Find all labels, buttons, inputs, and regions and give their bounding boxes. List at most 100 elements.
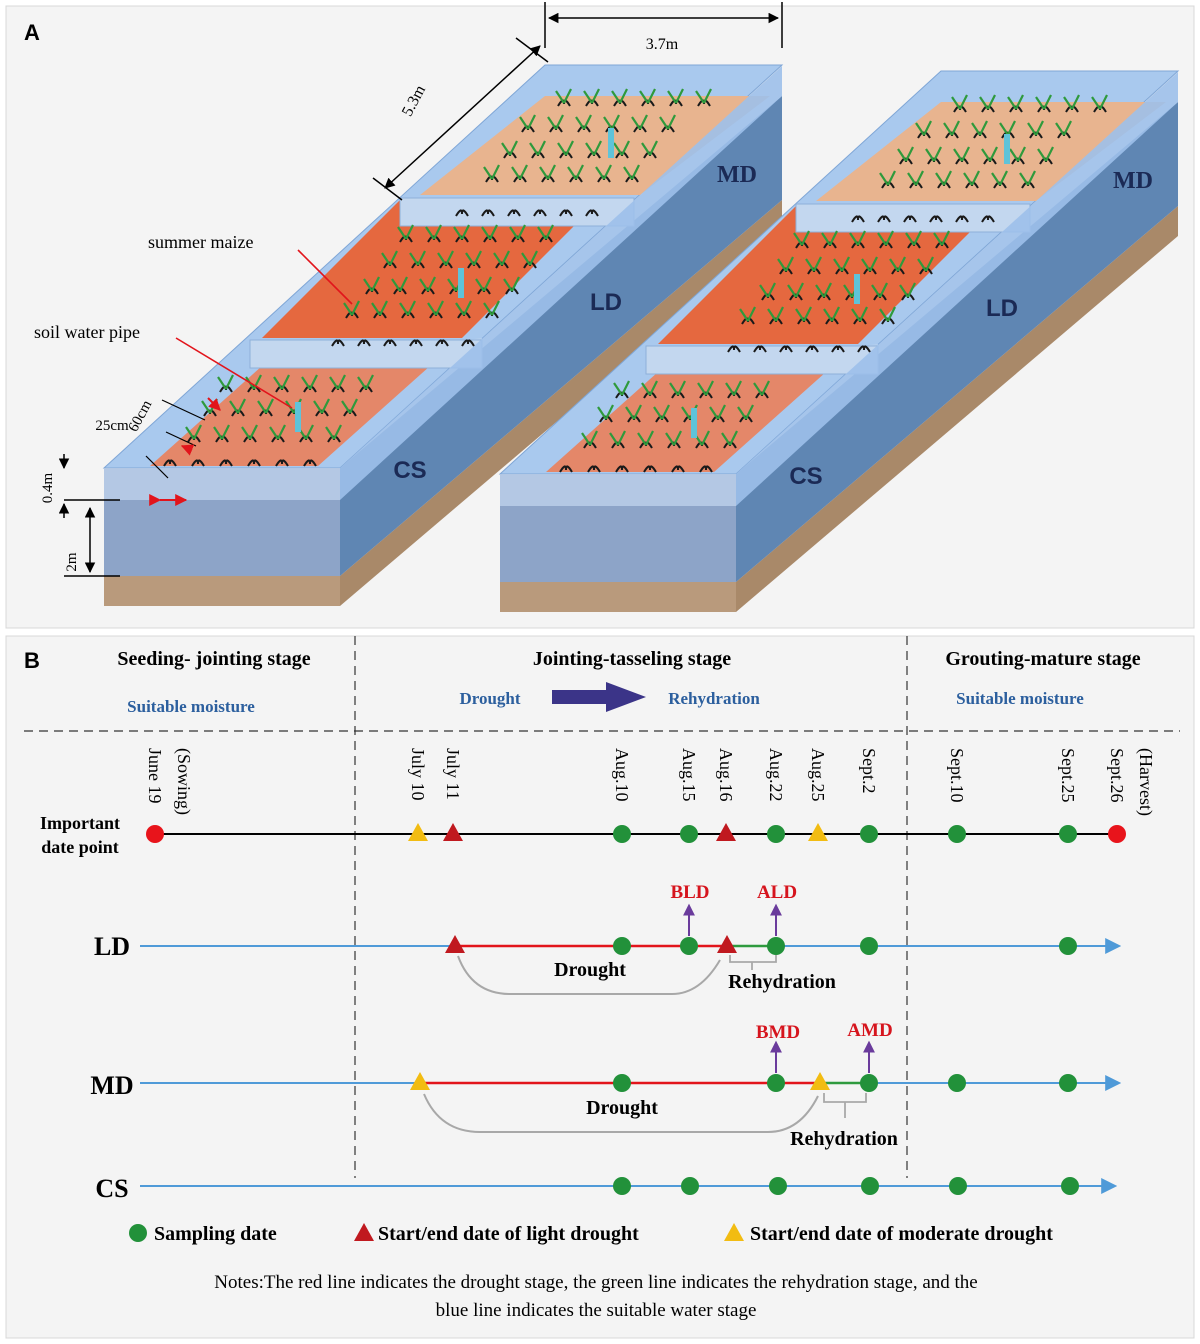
maize-root-icon: [393, 287, 407, 295]
maize-leaf-icon: [1027, 120, 1044, 136]
maize-leaf-icon: [851, 306, 868, 322]
maize-leaf-icon: [889, 256, 906, 272]
cs-label: CS: [789, 463, 822, 490]
maize-root-icon: [1009, 105, 1023, 113]
maize-leaf-icon: [1007, 94, 1024, 110]
legend-moderate-label: Start/end date of moderate drought: [750, 1223, 1053, 1245]
maize-leaf-icon: [623, 164, 640, 180]
maize-leaf-icon: [1055, 120, 1072, 136]
maize-root-icon: [727, 391, 741, 399]
maize-leaf-icon: [899, 282, 916, 298]
maize-leaf-icon: [453, 224, 470, 240]
notes-line-1: Notes:The red line indicates the drought…: [214, 1272, 977, 1293]
maize-leaf-icon: [759, 282, 776, 298]
maize-leaf-icon: [879, 170, 896, 186]
maize-leaf-icon: [933, 230, 950, 246]
maize-leaf-icon: [991, 170, 1008, 186]
md-label: MD: [1113, 168, 1153, 194]
maize-root-icon: [945, 131, 959, 139]
cs-row-label: CS: [95, 1174, 128, 1203]
maize-root-icon: [643, 391, 657, 399]
maize-root-icon: [667, 441, 681, 449]
maize-root-icon: [1093, 105, 1107, 113]
maize-leaf-icon: [637, 430, 654, 446]
maize-leaf-icon: [257, 398, 274, 414]
soil-water-pipe-md: [608, 128, 614, 158]
maize-leaf-icon: [721, 430, 738, 446]
maize-root-icon: [383, 261, 397, 269]
date-label: Sept.2: [859, 748, 879, 794]
maize-root-icon: [615, 151, 629, 159]
maize-leaf-icon: [575, 114, 592, 130]
maize-leaf-icon: [777, 256, 794, 272]
maize-leaf-icon: [597, 404, 614, 420]
maize-leaf-icon: [397, 224, 414, 240]
maize-root-icon: [559, 151, 573, 159]
maize-root-icon: [597, 175, 611, 183]
maize-root-icon: [901, 293, 915, 301]
maize-root-icon: [927, 157, 941, 165]
maize-root-icon: [331, 339, 345, 347]
maize-leaf-icon: [213, 424, 230, 440]
maize-leaf-icon: [481, 224, 498, 240]
spacing-annotations: [145, 399, 206, 479]
maize-leaf-icon: [493, 250, 510, 266]
date-label: Aug.22: [766, 748, 786, 802]
maize-leaf-icon: [609, 430, 626, 446]
maize-root-icon: [1039, 157, 1053, 165]
ld-rehydration-bracket: [729, 955, 777, 970]
maize-root-icon: [769, 317, 783, 325]
maize-root-icon: [577, 125, 591, 133]
maize-root-icon: [539, 235, 553, 243]
legend-light-label: Start/end date of light drought: [378, 1223, 639, 1245]
maize-root-icon: [863, 267, 877, 275]
ld-rehydration-label: Rehydration: [728, 971, 836, 993]
maize-root-icon: [879, 241, 893, 249]
maize-leaf-icon: [503, 276, 520, 292]
stage-2-title: Jointing-tasseling stage: [533, 648, 731, 670]
stage-dividers: [24, 636, 1180, 1178]
maize-root-icon: [817, 293, 831, 301]
maize-leaf-icon: [465, 250, 482, 266]
bld-label: BLD: [670, 882, 709, 903]
maize-root-icon: [429, 311, 443, 319]
legend: Sampling date Start/end date of light dr…: [129, 1223, 1053, 1245]
maize-leaf-icon: [229, 398, 246, 414]
maize-root-icon: [983, 157, 997, 165]
maize-root-icon: [461, 339, 475, 347]
maize-leaf-icon: [269, 424, 286, 440]
amd-label: AMD: [847, 1020, 892, 1041]
maize-root-icon: [877, 215, 891, 223]
important-label-line2: date point: [41, 837, 119, 857]
top-height-label: 0.4m: [40, 472, 56, 503]
maize-root-icon: [559, 209, 573, 217]
harvest-sowing-dot: [1108, 825, 1126, 843]
moderate-drought-triangle: [408, 823, 428, 841]
legend-sampling-label: Sampling date: [154, 1223, 277, 1245]
maize-root-icon: [929, 215, 943, 223]
sampling-dot: [680, 937, 698, 955]
maize-root-icon: [1021, 181, 1035, 189]
maize-leaf-icon: [1035, 94, 1052, 110]
maize-leaf-icon: [581, 430, 598, 446]
maize-root-icon: [981, 105, 995, 113]
maize-root-icon: [303, 385, 317, 393]
date-label: Sept.26: [1107, 748, 1127, 803]
sampling-dot: [860, 825, 878, 843]
maize-leaf-icon: [737, 404, 754, 420]
maize-leaf-icon: [951, 94, 968, 110]
maize-root-icon: [427, 235, 441, 243]
maize-root-icon: [585, 99, 599, 107]
maize-root-icon: [345, 311, 359, 319]
maize-root-icon: [909, 181, 923, 189]
maize-root-icon: [247, 459, 261, 467]
maize-leaf-icon: [641, 140, 658, 156]
maize-root-icon: [661, 125, 675, 133]
date-label: June 19: [145, 748, 165, 804]
maize-root-icon: [299, 435, 313, 443]
maize-root-icon: [973, 131, 987, 139]
maize-root-icon: [373, 311, 387, 319]
